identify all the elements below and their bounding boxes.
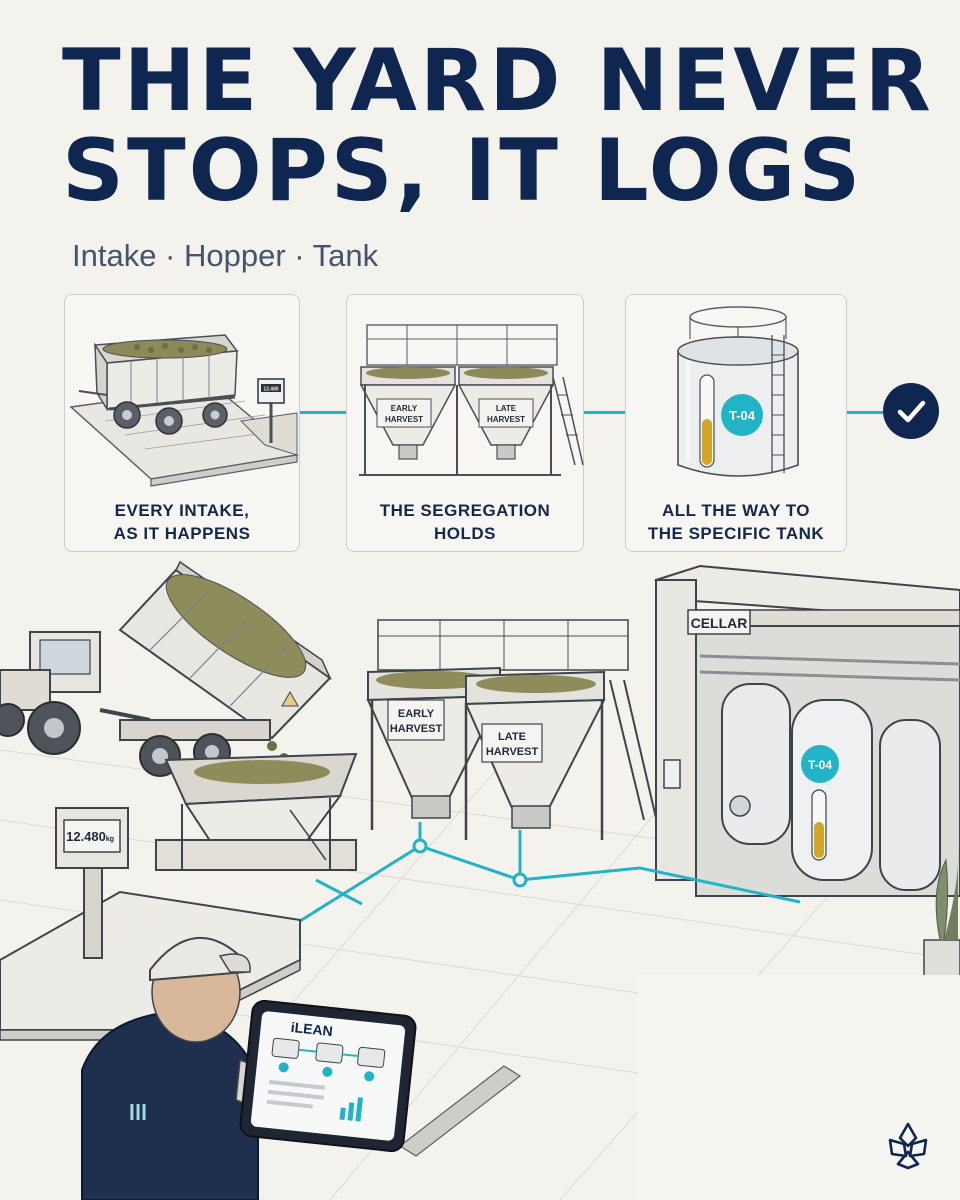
hopper-label-late-2: HARVEST [486, 746, 539, 758]
tank-badge: T-04 [808, 758, 832, 772]
headline-line-1: THE YARD NEVER [62, 31, 934, 131]
yard-scene: EARLY HARVEST LATE HARVEST CELLAR [0, 560, 960, 1200]
connector-line [300, 411, 346, 414]
caption-line: HOLDS [434, 524, 496, 543]
card-hopper-label-late-2: HARVEST [487, 415, 525, 424]
hoppers-illustration: EARLY HARVEST LATE HARVEST [359, 324, 584, 476]
vest-logo: lll [129, 1100, 147, 1125]
cellar-building: CELLAR T-04 [653, 564, 960, 897]
step-card-segregation: EARLY HARVEST LATE HARVEST THE SEGREGATI… [346, 294, 584, 552]
card-scale-readout: 12.480 [263, 387, 279, 393]
scale-unit: kg [106, 836, 114, 843]
twin-hoppers: EARLY HARVEST LATE HARVEST [366, 619, 657, 840]
connector-line [847, 411, 883, 414]
tablet: iLEAN [239, 999, 417, 1153]
flower-logo-icon [888, 1122, 928, 1170]
hopper-label-early: EARLY [398, 708, 435, 720]
tablet-brand: iLEAN [290, 1019, 333, 1039]
tractor [0, 631, 151, 755]
step-caption-segregation: THE SEGREGATION HOLDS [347, 499, 583, 545]
subtitle: Intake · Hopper · Tank [72, 238, 379, 273]
caption-line: THE SPECIFIC TANK [647, 524, 825, 543]
check-icon [883, 383, 939, 439]
caption-line: AS IT HAPPENS [113, 524, 251, 543]
tipping-trailer [118, 560, 332, 777]
card-hopper-label-early: EARLY [391, 404, 418, 413]
blank-panel [638, 975, 960, 1200]
scale-display: 12.480 [66, 829, 106, 844]
cellar-sign: CELLAR [691, 615, 748, 631]
trailer-illustration: 12.480 [69, 334, 299, 487]
tank-illustration: T-04 [677, 306, 799, 477]
receiving-hopper [155, 752, 358, 871]
hopper-label-late: LATE [498, 731, 526, 743]
step-card-intake: 12.480 EVERY INTAKE, AS IT HAPPENS [64, 294, 300, 552]
card-tank-badge: T-04 [729, 408, 756, 423]
headline: THE YARD NEVER STOPS, IT LOGS [62, 36, 942, 216]
step-card-tank: T-04 ALL THE WAY TO THE SPECIFIC TANK [625, 294, 847, 552]
olive-plant [923, 850, 960, 977]
caption-line: EVERY INTAKE, [114, 501, 250, 520]
headline-line-2: STOPS, IT LOGS [62, 121, 864, 221]
step-caption-intake: EVERY INTAKE, AS IT HAPPENS [65, 499, 299, 545]
caption-line: THE SEGREGATION [379, 501, 551, 520]
connector-line [584, 411, 625, 414]
card-hopper-label-late: LATE [496, 404, 517, 413]
caption-line: ALL THE WAY TO [661, 501, 811, 520]
step-caption-tank: ALL THE WAY TO THE SPECIFIC TANK [626, 499, 846, 545]
card-hopper-label-early-2: HARVEST [385, 415, 423, 424]
hopper-label-early-2: HARVEST [390, 723, 443, 735]
